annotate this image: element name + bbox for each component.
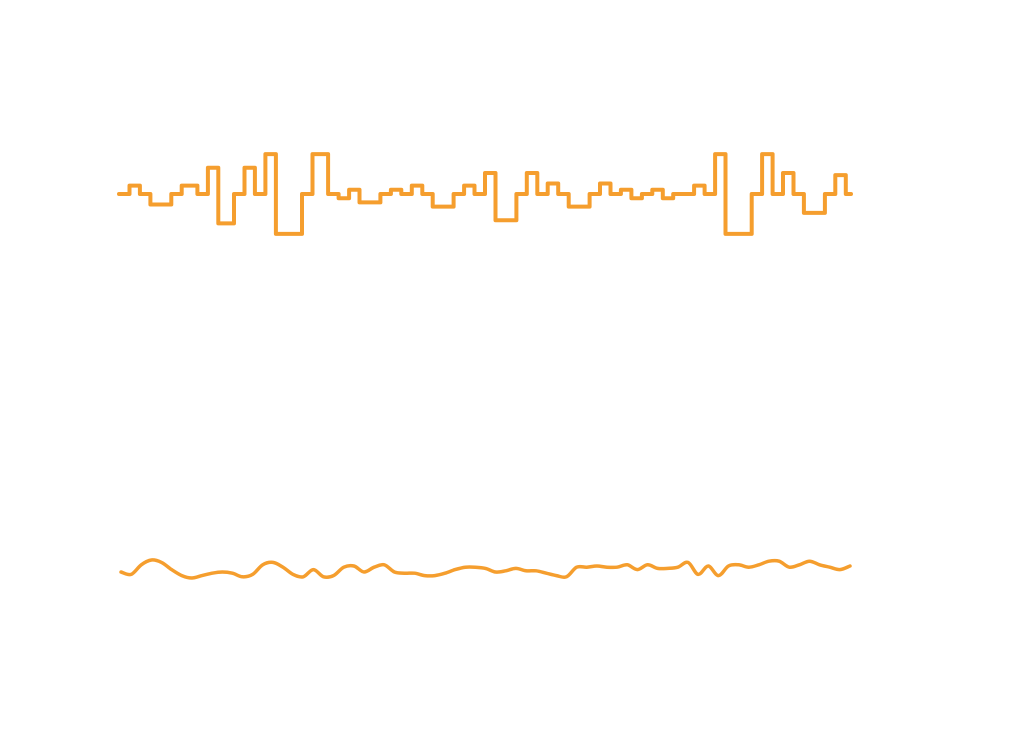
smooth-line-chart: [119, 558, 852, 580]
smooth-series-line: [119, 558, 852, 580]
step-series-line: [117, 152, 853, 236]
step-line-chart: [117, 152, 853, 236]
